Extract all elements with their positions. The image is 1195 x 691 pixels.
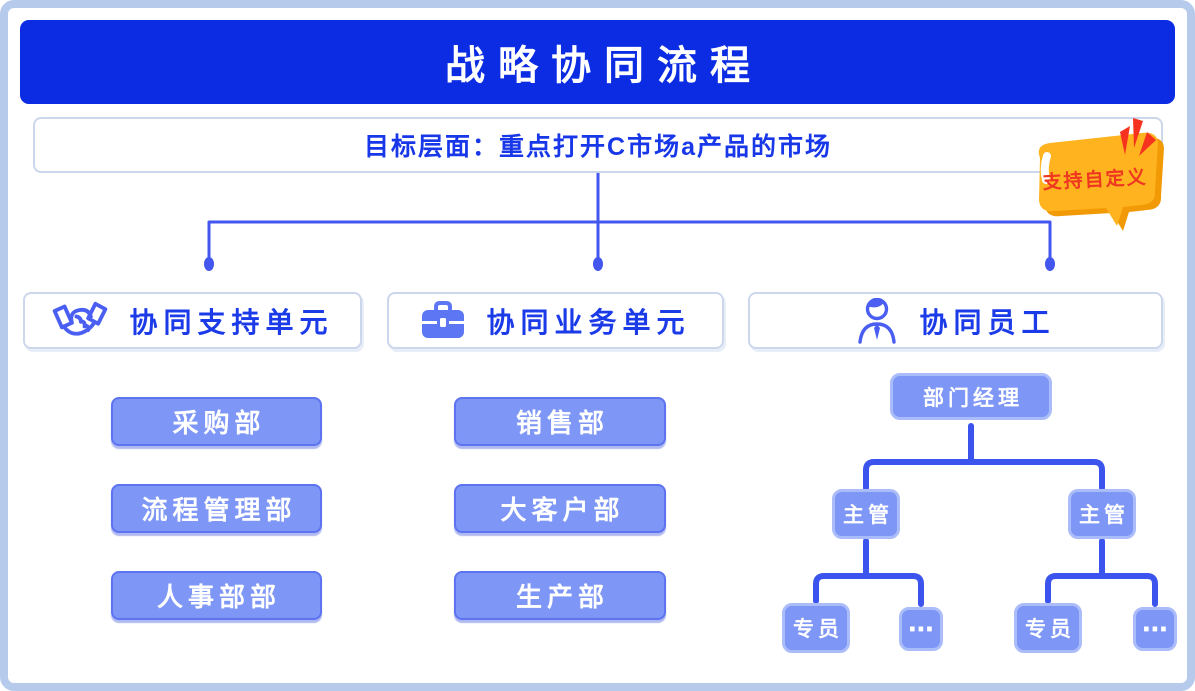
org-connector-bracket-top — [863, 459, 1105, 491]
goal-connector-bracket — [207, 220, 1052, 259]
ellipsis-label: ⋯ — [908, 613, 934, 644]
org-connector-bracket-left — [813, 573, 924, 607]
org-node-supervisor-left[interactable]: 主管 — [832, 489, 900, 539]
unit-node-support[interactable]: 协同支持单元 — [23, 292, 362, 349]
org-label: 部门经理 — [923, 386, 1023, 410]
ellipsis-label: ⋯ — [1142, 613, 1168, 644]
org-label: 专员 — [793, 618, 843, 641]
dept-node-key-account[interactable]: 大客户部 — [454, 484, 666, 533]
dept-label: 人事部部 — [156, 582, 281, 612]
org-node-supervisor-right[interactable]: 主管 — [1068, 489, 1136, 539]
briefcase-icon — [422, 300, 465, 338]
org-connector-bracket-right — [1045, 573, 1158, 607]
dept-label: 流程管理部 — [141, 495, 297, 525]
unit-label: 协同员工 — [919, 306, 1056, 338]
org-node-specialist-left[interactable]: 专员 — [782, 603, 850, 653]
unit-node-employee[interactable]: 协同员工 — [748, 292, 1163, 349]
org-label: 主管 — [843, 504, 893, 527]
dept-node-hr[interactable]: 人事部部 — [111, 571, 322, 620]
page-title-bar: 战略协同流程 — [20, 20, 1175, 104]
dept-label: 销售部 — [515, 408, 609, 438]
dept-node-process-management[interactable]: 流程管理部 — [111, 484, 322, 533]
dept-label: 大客户部 — [500, 495, 625, 525]
connector-dot-center — [593, 257, 603, 271]
connector-dot-right — [1045, 257, 1055, 271]
employee-icon — [858, 297, 897, 344]
goal-text: 目标层面：重点打开C市场a产品的市场 — [364, 133, 832, 161]
dept-label: 生产部 — [515, 582, 609, 612]
dept-node-production[interactable]: 生产部 — [454, 571, 666, 620]
goal-node[interactable]: 目标层面：重点打开C市场a产品的市场 — [33, 117, 1163, 173]
dept-node-procurement[interactable]: 采购部 — [111, 397, 322, 446]
dept-node-sales[interactable]: 销售部 — [454, 397, 666, 446]
org-node-more-left[interactable]: ⋯ — [899, 607, 943, 651]
unit-node-business[interactable]: 协同业务单元 — [387, 292, 724, 349]
dept-label: 采购部 — [172, 408, 266, 438]
unit-label: 协同支持单元 — [129, 306, 334, 338]
org-label: 主管 — [1079, 504, 1129, 527]
org-node-department-manager[interactable]: 部门经理 — [890, 373, 1052, 420]
handshake-icon — [53, 301, 108, 336]
org-node-more-right[interactable]: ⋯ — [1133, 607, 1177, 651]
unit-label: 协同业务单元 — [486, 306, 691, 338]
connector-dot-left — [204, 257, 214, 271]
page-title: 战略协同流程 — [445, 44, 763, 88]
org-node-specialist-right[interactable]: 专员 — [1014, 603, 1082, 653]
org-label: 专员 — [1025, 618, 1075, 641]
